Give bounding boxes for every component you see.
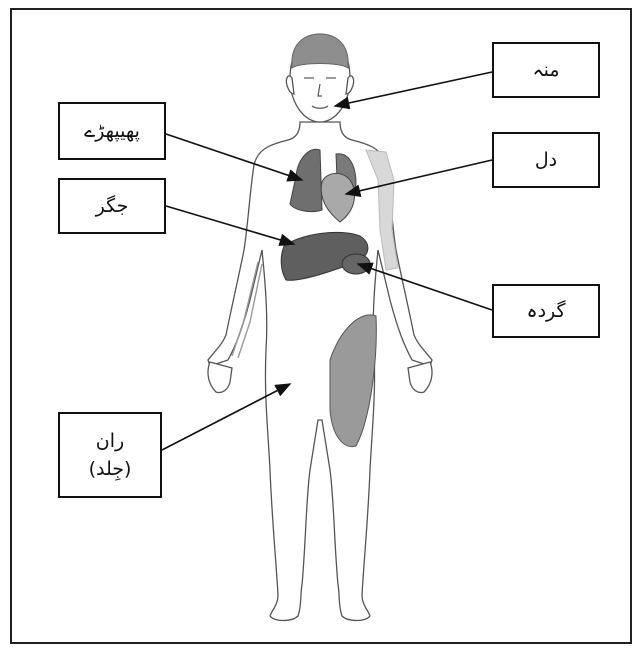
kidney-illustration (342, 254, 370, 274)
label-thigh-text: ران (96, 427, 124, 456)
label-thigh-skin: ران (جِلد) (58, 412, 162, 498)
label-lungs: پھیپھڑے (58, 102, 166, 160)
arrow-mouth (335, 72, 492, 106)
label-skin-text: (جِلد) (89, 455, 132, 484)
label-mouth-text: منہ (532, 56, 559, 85)
label-mouth: منہ (492, 42, 600, 98)
label-liver: جگر (58, 178, 166, 234)
label-lungs-text: پھیپھڑے (84, 117, 140, 146)
label-heart-text: دل (535, 146, 557, 175)
label-kidney-text: گردہ (526, 297, 565, 326)
label-heart: دل (492, 132, 600, 188)
label-liver-text: جگر (96, 192, 129, 221)
arrow-kidney (358, 264, 492, 310)
brain-illustration (292, 34, 348, 68)
label-kidney: گردہ (492, 284, 600, 338)
